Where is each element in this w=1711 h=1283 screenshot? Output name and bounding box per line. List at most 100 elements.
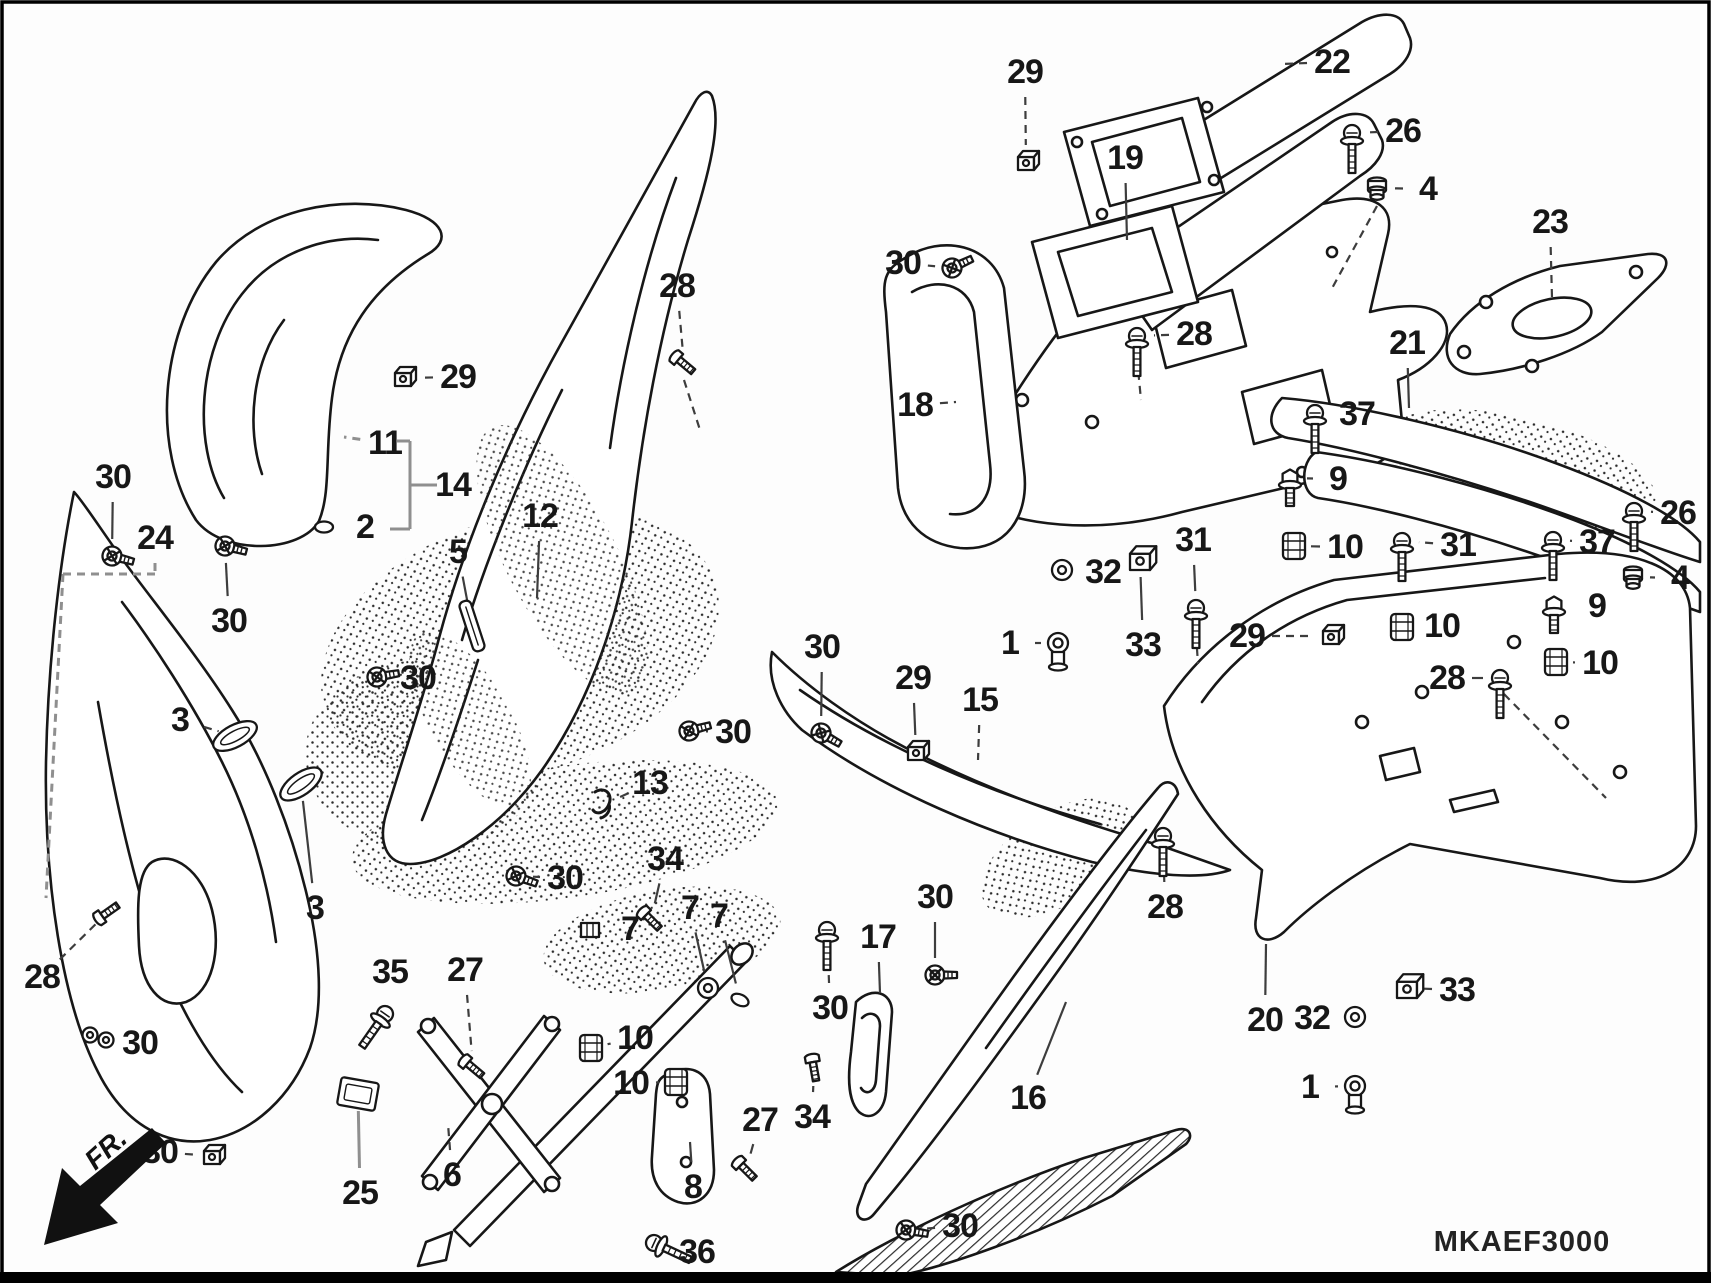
- callout-3: 3: [171, 701, 189, 739]
- oval-fastener-glyph: [313, 520, 335, 534]
- callout-33: 33: [1439, 971, 1475, 1009]
- callout-25: 25: [342, 1174, 378, 1212]
- part-stay-22: [1062, 13, 1413, 228]
- part-windshield-garnish: [165, 202, 443, 548]
- screwcross-fastener-glyph: [810, 722, 843, 748]
- callout-5: 5: [449, 533, 467, 571]
- screwlong-fastener-glyph: [358, 1004, 395, 1050]
- clipnut-fastener-glyph: [1321, 623, 1346, 646]
- callout-29: 29: [1007, 53, 1043, 91]
- oval-fastener-glyph: [730, 992, 750, 1008]
- screwside-fastener-glyph: [803, 1052, 821, 1083]
- screwcross-fastener-glyph: [924, 964, 959, 986]
- screwlong-fastener-glyph: [1124, 326, 1150, 378]
- screwlong-fastener-glyph: [814, 920, 840, 972]
- callout-23: 23: [1532, 203, 1568, 241]
- screwlong-fastener-glyph: [1540, 530, 1566, 582]
- screwlong-fastener-glyph: [1302, 403, 1328, 455]
- clipnut-fastener-glyph: [393, 365, 418, 388]
- callout-14: 14: [435, 466, 472, 504]
- damper-fastener-glyph: [663, 1067, 689, 1097]
- callout-9: 9: [1588, 587, 1606, 625]
- hook-fastener-glyph: [591, 788, 612, 820]
- flangebolt-fastener-glyph: [1541, 595, 1567, 635]
- screwcross-fastener-glyph: [366, 666, 401, 688]
- clipnut33-fastener-glyph: [1128, 545, 1158, 572]
- screwlong-fastener-glyph: [1339, 123, 1365, 175]
- damper-fastener-glyph: [1389, 612, 1415, 642]
- callout-4: 4: [1419, 170, 1438, 208]
- screwcross-fastener-glyph: [678, 720, 713, 742]
- callout-28: 28: [1147, 888, 1183, 926]
- clipnut-fastener-glyph: [1016, 149, 1041, 172]
- part-side-rail-16: [855, 781, 1180, 1221]
- callout-32: 32: [1085, 553, 1121, 591]
- part-bracket-8: [650, 1067, 716, 1205]
- callout-4: 4: [1671, 559, 1690, 597]
- callout-21: 21: [1389, 324, 1425, 362]
- clipnut33-fastener-glyph: [1395, 973, 1425, 1000]
- screwcross-fastener-glyph: [941, 254, 975, 279]
- callout-1: 1: [1301, 1068, 1319, 1106]
- damper-fastener-glyph: [578, 1033, 604, 1063]
- fr-direction-arrow: FR.: [44, 1122, 166, 1245]
- callout-9: 9: [1329, 460, 1347, 498]
- callout-7: 7: [621, 910, 639, 948]
- callout-8: 8: [684, 1168, 702, 1206]
- callout-29: 29: [895, 659, 931, 697]
- padoval-fastener-glyph: [279, 766, 323, 802]
- washer-fastener-glyph: [1343, 1005, 1367, 1029]
- callout-30: 30: [122, 1024, 158, 1062]
- washer-fastener-glyph: [696, 976, 720, 1000]
- screwside-fastener-glyph: [730, 1154, 758, 1182]
- callout-36: 36: [679, 1233, 715, 1271]
- diagram-code: MKAEF3000: [1434, 1226, 1611, 1258]
- screwlong-fastener-glyph: [1621, 501, 1647, 553]
- callout-30: 30: [885, 244, 921, 282]
- callout-35: 35: [372, 953, 408, 991]
- bolt1-fastener-glyph: [1343, 1074, 1367, 1115]
- screwlong-fastener-glyph: [644, 1233, 693, 1265]
- screwcross-fastener-glyph: [214, 535, 249, 557]
- callout-13: 13: [632, 764, 668, 802]
- callout-7: 7: [710, 897, 728, 935]
- callout-30: 30: [804, 628, 840, 666]
- boxclip-fastener-glyph: [579, 921, 601, 939]
- screwside-fastener-glyph: [635, 904, 663, 932]
- screwlong-fastener-glyph: [1487, 668, 1513, 720]
- callout-6: 6: [443, 1156, 461, 1194]
- callout-32: 32: [1294, 999, 1330, 1037]
- callout-10: 10: [1582, 644, 1618, 682]
- nut-fastener-glyph: [1366, 176, 1388, 201]
- callout-12: 12: [522, 497, 558, 535]
- callout-34: 34: [794, 1098, 831, 1136]
- padoval-fastener-glyph: [212, 719, 258, 753]
- grommet2-fastener-glyph: [81, 1026, 115, 1049]
- callout-28: 28: [659, 267, 695, 305]
- callout-27: 27: [447, 951, 483, 989]
- callout-10: 10: [1327, 528, 1363, 566]
- part-step-panel-18: [883, 244, 1027, 550]
- callout-33: 33: [1125, 626, 1161, 664]
- damper-fastener-glyph: [1543, 647, 1569, 677]
- callout-30: 30: [917, 878, 953, 916]
- callout-26: 26: [1660, 494, 1696, 532]
- padblade-fastener-glyph: [458, 599, 486, 653]
- callout-29: 29: [440, 358, 476, 396]
- flangebolt-fastener-glyph: [1277, 468, 1303, 508]
- clipnut-fastener-glyph: [202, 1143, 227, 1166]
- callout-37: 37: [1579, 523, 1615, 561]
- callout-1: 1: [1001, 624, 1019, 662]
- callout-30: 30: [95, 458, 131, 496]
- screwlong-fastener-glyph: [1150, 826, 1176, 878]
- callout-22: 22: [1314, 43, 1350, 81]
- screwlong-fastener-glyph: [1183, 598, 1209, 650]
- callout-27: 27: [742, 1101, 778, 1139]
- clipnut-fastener-glyph: [906, 739, 931, 762]
- screwside-fastener-glyph: [457, 1053, 486, 1080]
- callout-30: 30: [715, 713, 751, 751]
- part-stay-19-bracket: [1030, 112, 1385, 340]
- callout-19: 19: [1107, 139, 1143, 177]
